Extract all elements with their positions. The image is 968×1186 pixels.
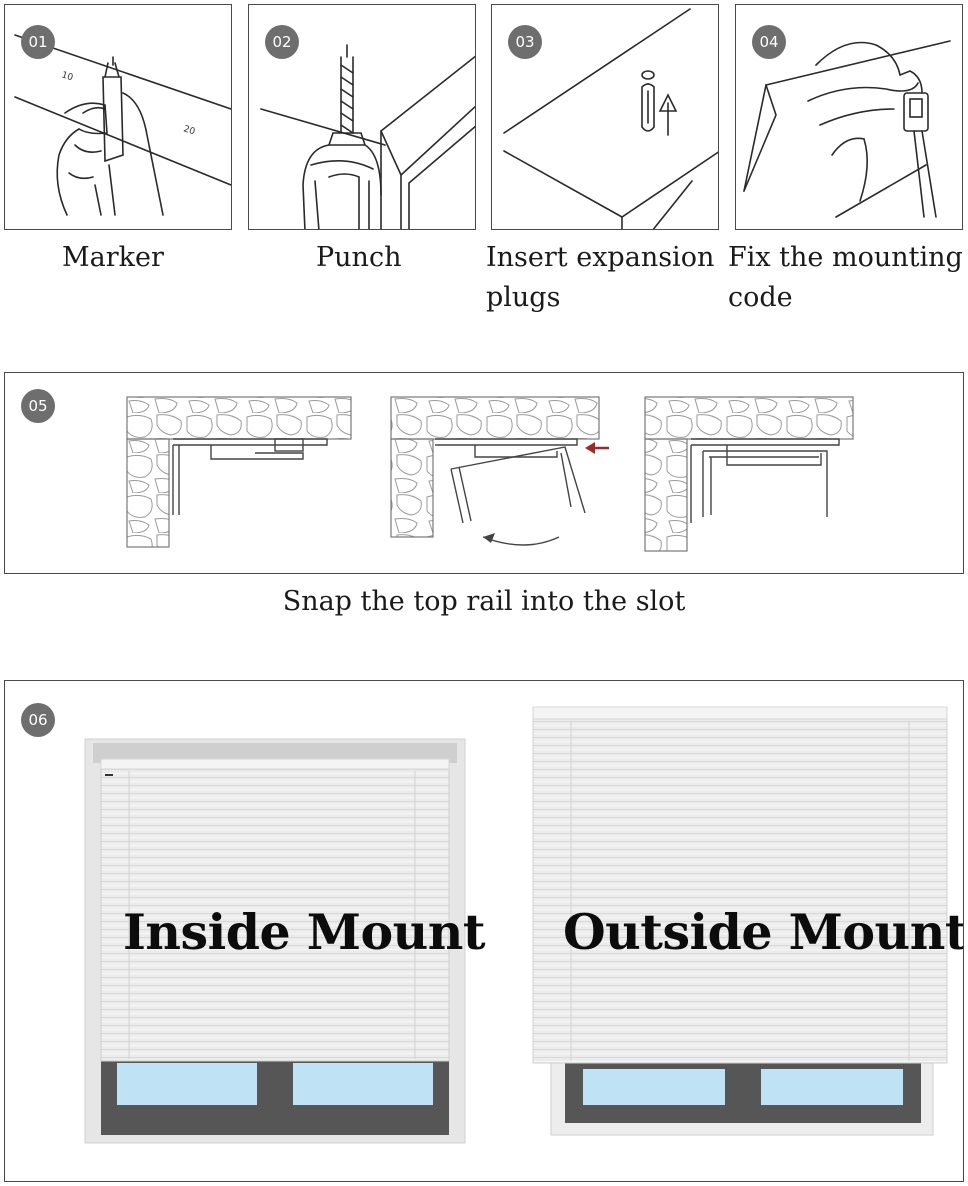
ruler-tick-10: 10 xyxy=(60,70,74,83)
step-02-panel: 02 xyxy=(248,4,476,230)
step-01-badge: 01 xyxy=(21,25,55,59)
rail-frame-before xyxy=(127,397,351,547)
step-02-caption: Punch xyxy=(316,238,401,278)
step-02-badge: 02 xyxy=(265,25,299,59)
outside-mount-label: Outside Mount xyxy=(563,903,964,961)
inside-mount-label: Inside Mount xyxy=(123,903,485,961)
step-04-caption: Fix the mounting code xyxy=(728,238,968,318)
step-03-panel: 03 xyxy=(491,4,719,230)
step-06-panel: 06 Inside Mount Outside Mount xyxy=(4,680,964,1182)
rail-frame-after xyxy=(645,397,853,551)
step-05-panel: 05 xyxy=(4,372,964,574)
step-01-panel: 10 20 01 xyxy=(4,4,232,230)
step-01-caption: Marker xyxy=(62,238,164,278)
step-05-badge: 05 xyxy=(21,389,55,423)
step-05-caption: Snap the top rail into the slot xyxy=(0,582,968,622)
step-03-badge: 03 xyxy=(508,25,542,59)
step-03-caption: Insert expansion plugs xyxy=(486,238,718,318)
ruler-tick-20: 20 xyxy=(182,124,196,137)
snap-rail-illustration xyxy=(5,373,964,574)
step-06-badge: 06 xyxy=(21,703,55,737)
rail-frame-snapping xyxy=(391,397,609,545)
step-04-panel: 04 xyxy=(735,4,963,230)
step-04-badge: 04 xyxy=(752,25,786,59)
